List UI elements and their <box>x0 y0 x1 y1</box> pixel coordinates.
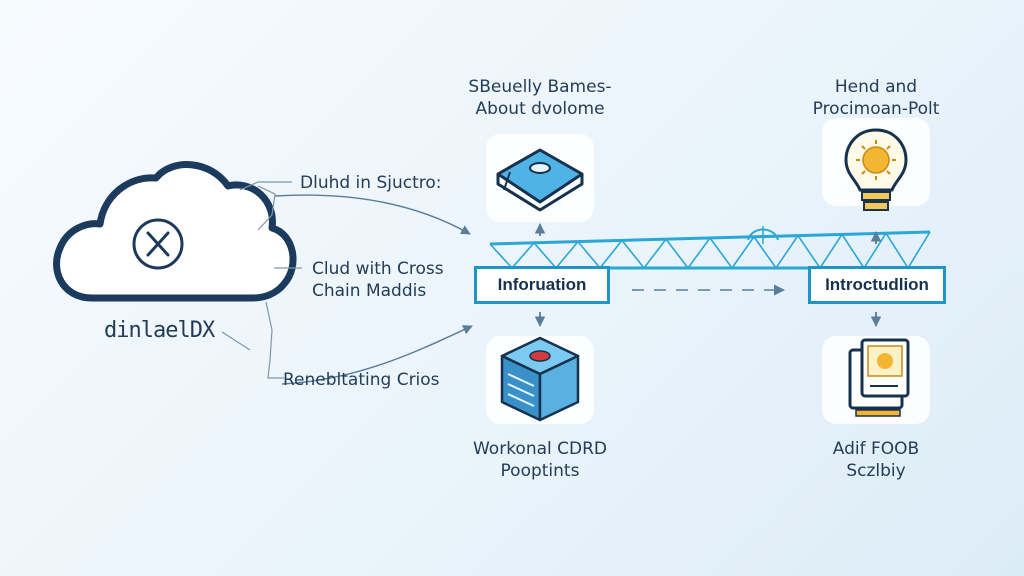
caption-bottom-right-2: Sczlbiy <box>846 461 906 481</box>
caption-top-right-1: Hend and <box>834 77 918 97</box>
cloud-label: dinlaelDX <box>104 318 215 343</box>
blueprint-icon <box>496 148 584 212</box>
truss-bridge <box>489 226 931 270</box>
connector-top-bracket <box>257 185 276 231</box>
caption-bottom-center-2: Pooptints <box>500 461 580 481</box>
caption-top-center-2: About dvolome <box>475 99 605 119</box>
introduction-box[interactable]: Introctudlion <box>808 266 946 304</box>
arrow-to-bridge-top <box>274 194 471 235</box>
connector-bottom-bracket <box>265 301 284 379</box>
information-box[interactable]: Inforuation <box>474 266 610 304</box>
arrow-to-bridge-bottom <box>281 325 473 385</box>
lightbulb-icon <box>844 128 908 211</box>
caption-bottom-right-1: Adif FOOB <box>832 439 920 459</box>
label-top-left: Dluhd in Sjuctro: <box>300 173 442 193</box>
connector-cloud-label <box>221 331 251 351</box>
database-server-icon <box>500 336 580 422</box>
caption-top-center-1: SBeuelly Bames- <box>468 77 612 97</box>
x-circle-icon <box>132 218 184 270</box>
caption-bottom-center-1: Workonal CDRD <box>472 439 608 459</box>
label-middle-line1: Clud with Cross <box>312 259 444 279</box>
label-bottom-left: Renebltating Crios <box>283 370 440 390</box>
label-middle-line2: Chain Maddis <box>312 281 427 301</box>
caption-top-right-2: Procimoan-Polt <box>812 99 940 119</box>
left-connectors <box>221 181 302 379</box>
document-stack-icon <box>848 338 910 417</box>
connector-top-label <box>239 181 292 191</box>
